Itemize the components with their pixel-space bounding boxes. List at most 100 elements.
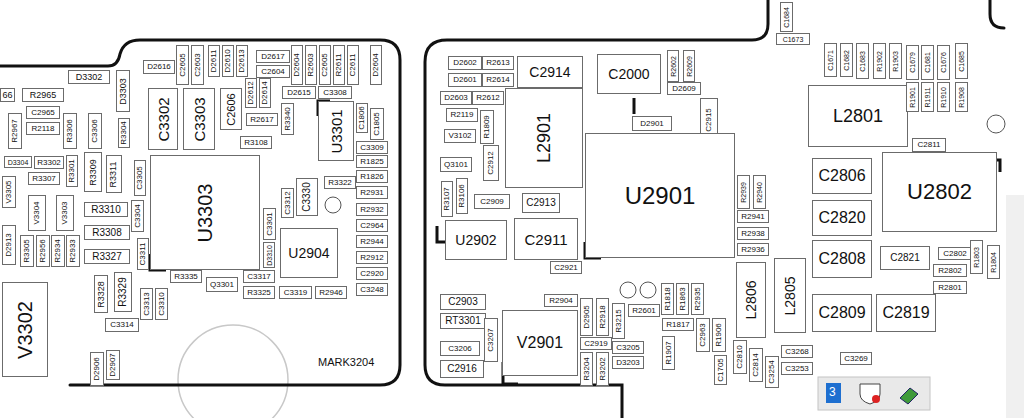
component-box: V3102 [444, 129, 476, 143]
component-box: R3305 [20, 235, 34, 267]
component-box: R2614 [482, 73, 514, 87]
component-label: C3311 [139, 243, 147, 266]
component-box: R3304 [118, 118, 130, 148]
component-box: R3306 [63, 113, 77, 149]
component-label: R3322 [328, 179, 352, 187]
component-box: R1803 [970, 240, 983, 274]
component-box: C3206 [440, 341, 480, 356]
component-label: R2602 [670, 56, 677, 77]
component-label: C3253 [785, 365, 809, 373]
component-box: C2820 [812, 200, 872, 236]
component-label: R3310 [91, 205, 120, 215]
component-label: D3303 [119, 78, 128, 105]
component-label: D3302 [76, 73, 103, 82]
component-box: 66 [0, 88, 15, 102]
component-label: C3205 [616, 344, 640, 352]
component-box: C3303 [183, 88, 215, 150]
component-box: U2901 [585, 133, 735, 258]
component-box: C3248 [356, 283, 388, 296]
component-label: D2601 [453, 76, 477, 84]
component-label: R3304 [120, 121, 128, 145]
component-box: C2605 [319, 45, 331, 85]
component-box: U2802 [882, 152, 997, 232]
component-box: C2920 [356, 267, 388, 280]
component-box: D2611 [208, 45, 220, 77]
component-label: R2946 [319, 289, 343, 297]
component-label: R2912 [360, 254, 384, 262]
component-box: V3303 [56, 195, 74, 231]
component-label: C1805 [373, 112, 381, 136]
component-label: C2811 [918, 141, 941, 149]
component-box: C1679 [906, 45, 919, 80]
component-label: R1809 [483, 115, 491, 139]
component-label: R2802 [938, 267, 962, 275]
component-label: R1903 [892, 51, 899, 72]
component-box: C2605 [176, 45, 189, 85]
component-box: D2604 [370, 45, 382, 85]
component-box: R2946 [315, 286, 347, 299]
component-label: C3317 [247, 273, 271, 281]
component-box: C1683 [856, 43, 869, 79]
component-box: C2808 [812, 240, 872, 278]
tray-icon [872, 395, 880, 403]
component-box: C2802 [938, 247, 972, 260]
component-label: D2611 [210, 50, 218, 73]
component-label: L2805 [783, 276, 797, 315]
component-box: R3325 [243, 286, 275, 299]
component-label: R1863 [679, 287, 687, 311]
component-box: C2912 [483, 145, 499, 181]
component-box: R2938 [737, 227, 769, 240]
component-label: C3312 [284, 191, 292, 215]
component-box: C2919 [580, 337, 612, 350]
component-label: U2901 [625, 184, 696, 208]
component-box: D2617 [256, 50, 290, 63]
component-label: R3305 [23, 239, 31, 263]
component-label: C2963 [699, 323, 707, 347]
component-box: C2903 [440, 294, 486, 310]
component-box: C3308 [318, 86, 352, 99]
component-label: C3308 [323, 89, 347, 97]
component-label: C1673 [783, 36, 804, 43]
component-label: D2905 [583, 305, 591, 329]
component-box: C2810 [733, 340, 747, 374]
component-box: U2902 [445, 220, 507, 260]
component-box: D2609 [667, 82, 701, 95]
component-box: R2932 [356, 203, 388, 216]
component-box: U3303 [150, 155, 260, 270]
component-box: R2941 [737, 210, 769, 223]
component-box: C2965 [26, 106, 60, 119]
component-box: R2617 [246, 113, 278, 126]
component-label: C3268 [785, 348, 809, 356]
component-label: C2903 [448, 297, 477, 307]
component-label: C3305 [136, 166, 144, 190]
component-label: R2944 [360, 238, 384, 246]
component-label: D2906 [93, 357, 101, 381]
component-box: V3304 [28, 195, 46, 231]
component-box: D3302 [68, 70, 110, 84]
component-box: R1901 [906, 82, 919, 112]
component-label: C2611 [349, 54, 357, 77]
component-label: C3319 [284, 289, 308, 297]
component-box: R3322 [324, 176, 356, 189]
component-box: R2944 [356, 235, 388, 248]
component-label: C1671 [827, 50, 834, 71]
mark-label: MARK3204 [318, 357, 374, 368]
component-box: C3269 [840, 352, 872, 365]
component-box: L2806 [736, 262, 766, 338]
component-box: D2601 [448, 73, 482, 87]
component-label: C2912 [487, 151, 495, 175]
component-label: C3330 [302, 182, 312, 211]
component-box: R2912 [356, 251, 388, 264]
component-label: C2921 [554, 264, 578, 272]
component-label: U3301 [329, 109, 344, 153]
component-box: D3310 [263, 242, 275, 268]
component-box: R2934 [51, 235, 65, 267]
component-label: D2612 [247, 81, 255, 105]
component-label: R3325 [247, 289, 271, 297]
component-label: R1817 [666, 321, 690, 329]
component-label: R2119 [451, 111, 474, 119]
component-box: C3302 [148, 88, 178, 150]
mounting-hole [178, 325, 288, 418]
component-label: C3302 [156, 97, 171, 141]
component-label: R3335 [174, 273, 198, 281]
